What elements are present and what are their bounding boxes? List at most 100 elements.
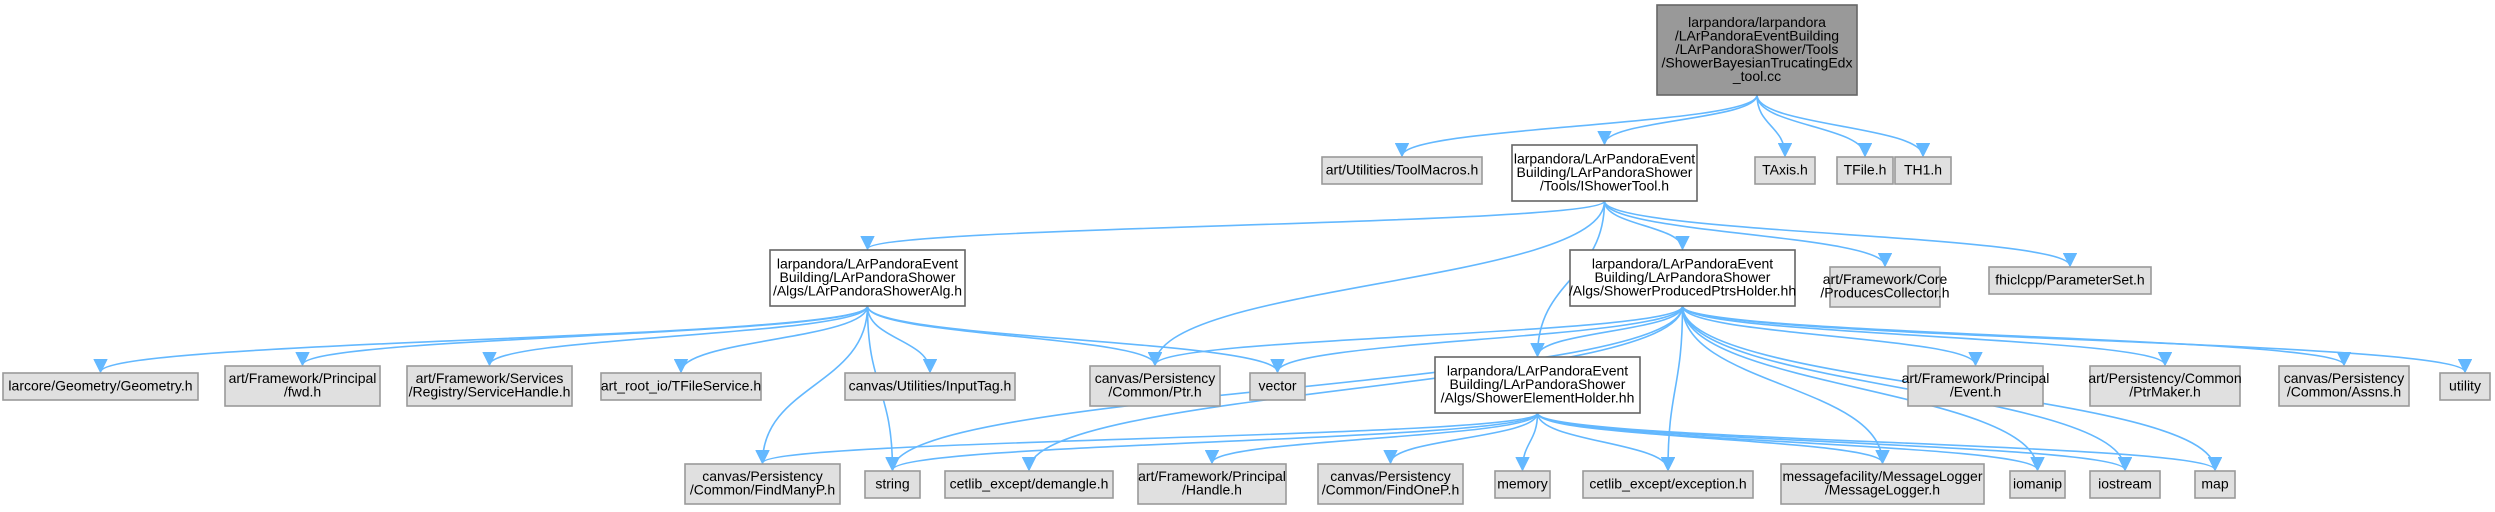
node-vector[interactable]: vector [1249, 372, 1306, 401]
node-findonep[interactable]: canvas/Persistency/Common/FindOneP.h [1317, 463, 1464, 505]
node-handle-label-line: /Handle.h [1182, 482, 1242, 498]
node-tfile-label-line: TFile.h [1844, 161, 1887, 177]
node-exception[interactable]: cetlib_except/exception.h [1582, 470, 1754, 499]
node-ptr[interactable]: canvas/Persistency/Common/Ptr.h [1089, 365, 1221, 407]
node-parameterset-label-line: fhiclcpp/ParameterSet.h [1995, 271, 2144, 287]
node-exception-label-line: cetlib_except/exception.h [1589, 475, 1746, 491]
node-servicehandle[interactable]: art/Framework/Services/Registry/ServiceH… [406, 365, 573, 407]
node-ptrsholder-label-line: Building/LArPandoraShower [1595, 269, 1771, 285]
node-findonep-label-line: /Common/FindOneP.h [1322, 482, 1459, 498]
node-ptrmaker[interactable]: art/Persistency/Common/PtrMaker.h [2088, 365, 2242, 407]
edge-root-to-toolmacros [1394, 94, 1758, 158]
edge-ishowertool-to-parameterset [1603, 200, 2078, 268]
node-iomanip[interactable]: iomanip [2009, 470, 2066, 499]
node-ptrsholder-box [1569, 249, 1796, 307]
node-th1[interactable]: TH1.h [1894, 156, 1952, 185]
node-ptrsholder[interactable]: larpandora/LArPandoraEventBuilding/LArPa… [1569, 249, 1796, 307]
node-utility-label-line: utility [2449, 377, 2481, 393]
node-geometry-label-line: larcore/Geometry/Geometry.h [8, 377, 192, 393]
edge-showeralg-to-findmanyp [755, 305, 869, 465]
node-servicehandle-label-line: art/Framework/Services [416, 370, 564, 386]
edge-ishowertool-to-ptr [1147, 200, 1606, 367]
node-demangle-label-line: cetlib_except/demangle.h [950, 475, 1109, 491]
edge-showeralg-to-vector [866, 305, 1285, 374]
node-ptrsholder-label-line: larpandora/LArPandoraEvent [1592, 255, 1773, 271]
edge-showeralg-to-fwd [295, 305, 869, 367]
node-utility[interactable]: utility [2439, 372, 2491, 401]
node-geometry-box [2, 372, 199, 401]
node-root-label-line: /ShowerBayesianTrucatingEdx [1662, 54, 1853, 70]
node-map[interactable]: map [2194, 470, 2236, 499]
node-ptr-label-line: canvas/Persistency [1095, 370, 1216, 386]
node-showeralg[interactable]: larpandora/LArPandoraEventBuilding/LArPa… [769, 249, 966, 307]
node-messagelogger-box [1780, 463, 1985, 505]
node-assns[interactable]: canvas/Persistency/Common/Assns.h [2278, 365, 2410, 407]
node-string[interactable]: string [864, 470, 921, 499]
node-vector-label-line: vector [1258, 377, 1296, 393]
edge-ptrsholder-to-ptr [1148, 305, 1684, 367]
node-utility-box [2439, 372, 2491, 401]
node-elementholder[interactable]: larpandora/LArPandoraEventBuilding/LArPa… [1434, 356, 1641, 414]
edge-showeralg-to-inputtag [866, 305, 938, 374]
node-producescollector-label-line: art/Framework/Core [1823, 271, 1948, 287]
node-messagelogger[interactable]: messagefacility/MessageLogger/MessageLog… [1780, 463, 1985, 505]
node-root-label-line: _tool.cc [1732, 68, 1781, 84]
node-demangle[interactable]: cetlib_except/demangle.h [944, 470, 1114, 499]
node-producescollector[interactable]: art/Framework/Core/ProducesCollector.h [1820, 266, 1950, 308]
edge-root-to-th1 [1756, 94, 1931, 158]
node-tfile-box [1836, 156, 1894, 185]
node-handle[interactable]: art/Framework/Principal/Handle.h [1137, 463, 1287, 505]
node-root-label-line: /LArPandoraEventBuilding [1675, 27, 1839, 43]
node-producescollector-label-line: /ProducesCollector.h [1820, 285, 1949, 301]
node-findmanyp[interactable]: canvas/Persistency/Common/FindManyP.h [684, 463, 841, 505]
node-memory[interactable]: memory [1494, 470, 1551, 499]
node-ptrmaker-label-line: /PtrMaker.h [2129, 384, 2201, 400]
node-handle-label-line: art/Framework/Principal [1138, 468, 1286, 484]
node-taxis[interactable]: TAxis.h [1754, 156, 1816, 185]
edge-ptrsholder-to-iomanip [1681, 305, 2045, 472]
edges-layer [93, 94, 2472, 472]
edge-root-to-taxis [1756, 94, 1793, 158]
edge-ptrsholder-to-exception [1660, 305, 1684, 472]
node-ptrmaker-label-line: art/Persistency/Common [2088, 370, 2241, 386]
node-servicehandle-box [406, 365, 573, 407]
node-root[interactable]: larpandora/larpandora/LArPandoraEventBui… [1656, 4, 1858, 96]
node-event[interactable]: art/Framework/Principal/Event.h [1902, 365, 2050, 407]
edge-ishowertool-to-ptrsholder [1603, 200, 1690, 251]
node-root-box [1656, 4, 1858, 96]
edge-showeralg-to-tfileservice [673, 305, 869, 374]
node-tfileservice-label-line: art_root_io/TFileService.h [601, 377, 761, 393]
node-ptrsholder-label-line: /Algs/ShowerProducedPtrsHolder.hh [1569, 282, 1796, 298]
node-inputtag[interactable]: canvas/Utilities/InputTag.h [844, 372, 1016, 401]
node-th1-box [1894, 156, 1952, 185]
edge-ishowertool-to-showeralg [860, 200, 1606, 251]
node-fwd-box [224, 365, 381, 407]
edge-elementholder-to-string [885, 412, 1539, 472]
edge-ishowertool-to-producescollector [1603, 200, 1893, 268]
node-toolmacros-box [1321, 156, 1483, 185]
node-exception-box [1582, 470, 1754, 499]
edge-ptrsholder-to-utility [1681, 305, 2472, 374]
node-assns-box [2278, 365, 2410, 407]
edge-ptrsholder-to-ptrmaker [1681, 305, 2172, 367]
edge-ptrsholder-to-demangle [1021, 305, 1684, 472]
edge-showeralg-to-servicehandle [482, 305, 869, 367]
node-ishowertool-label-line: larpandora/LArPandoraEvent [1514, 150, 1695, 166]
node-th1-label-line: TH1.h [1904, 161, 1942, 177]
node-parameterset[interactable]: fhiclcpp/ParameterSet.h [1988, 266, 2152, 295]
node-showeralg-label-line: larpandora/LArPandoraEvent [777, 255, 958, 271]
node-fwd[interactable]: art/Framework/Principal/fwd.h [224, 365, 381, 407]
node-iostream[interactable]: iostream [2089, 470, 2161, 499]
node-geometry[interactable]: larcore/Geometry/Geometry.h [2, 372, 199, 401]
node-memory-box [1494, 470, 1551, 499]
node-tfileservice[interactable]: art_root_io/TFileService.h [600, 372, 762, 401]
node-handle-box [1137, 463, 1287, 505]
node-messagelogger-label-line: messagefacility/MessageLogger [1783, 468, 1983, 484]
node-taxis-label-line: TAxis.h [1762, 161, 1808, 177]
node-toolmacros[interactable]: art/Utilities/ToolMacros.h [1321, 156, 1483, 185]
node-ishowertool[interactable]: larpandora/LArPandoraEventBuilding/LArPa… [1511, 144, 1698, 202]
node-tfile[interactable]: TFile.h [1836, 156, 1894, 185]
node-iomanip-label-line: iomanip [2013, 475, 2062, 491]
node-elementholder-label-line: /Algs/ShowerElementHolder.hh [1441, 389, 1635, 405]
